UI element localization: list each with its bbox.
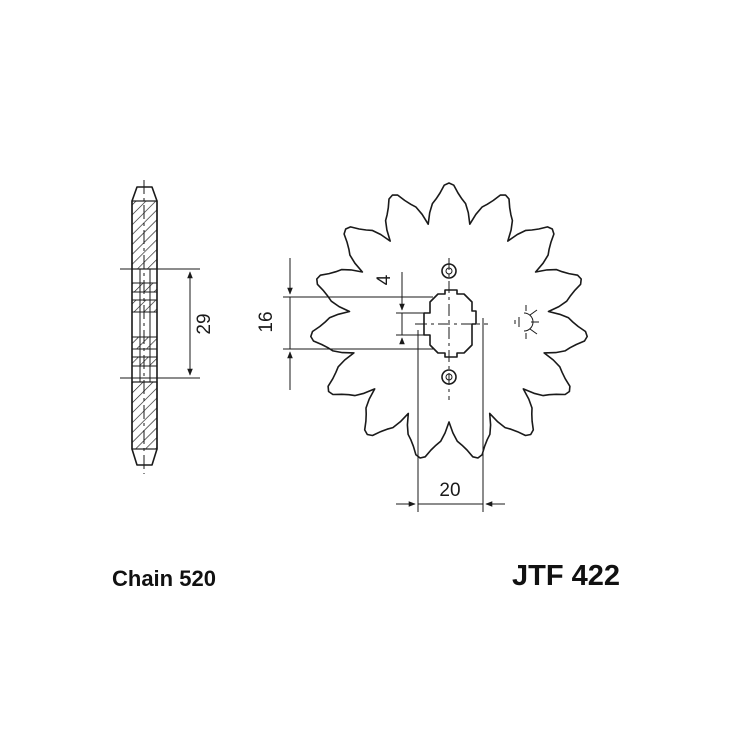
dimension-29-label: 29 — [194, 313, 215, 334]
dimension-16-label: 16 — [256, 311, 277, 332]
chain-label: Chain 520 — [112, 566, 216, 591]
sprocket-front-view — [310, 182, 588, 459]
sprocket-outline — [310, 182, 588, 459]
dimension-29: 29 — [120, 268, 215, 379]
splined-bore — [423, 289, 477, 358]
dimension-4-label: 4 — [374, 274, 395, 285]
dimension-20: 20 — [396, 318, 505, 512]
side-view — [131, 180, 158, 474]
part-number: JTF 422 — [512, 560, 620, 592]
dimension-4: 4 — [374, 272, 428, 345]
dimension-20-label: 20 — [439, 480, 460, 501]
sun-symbol-icon — [514, 305, 539, 339]
dimension-16: 16 — [256, 258, 433, 390]
